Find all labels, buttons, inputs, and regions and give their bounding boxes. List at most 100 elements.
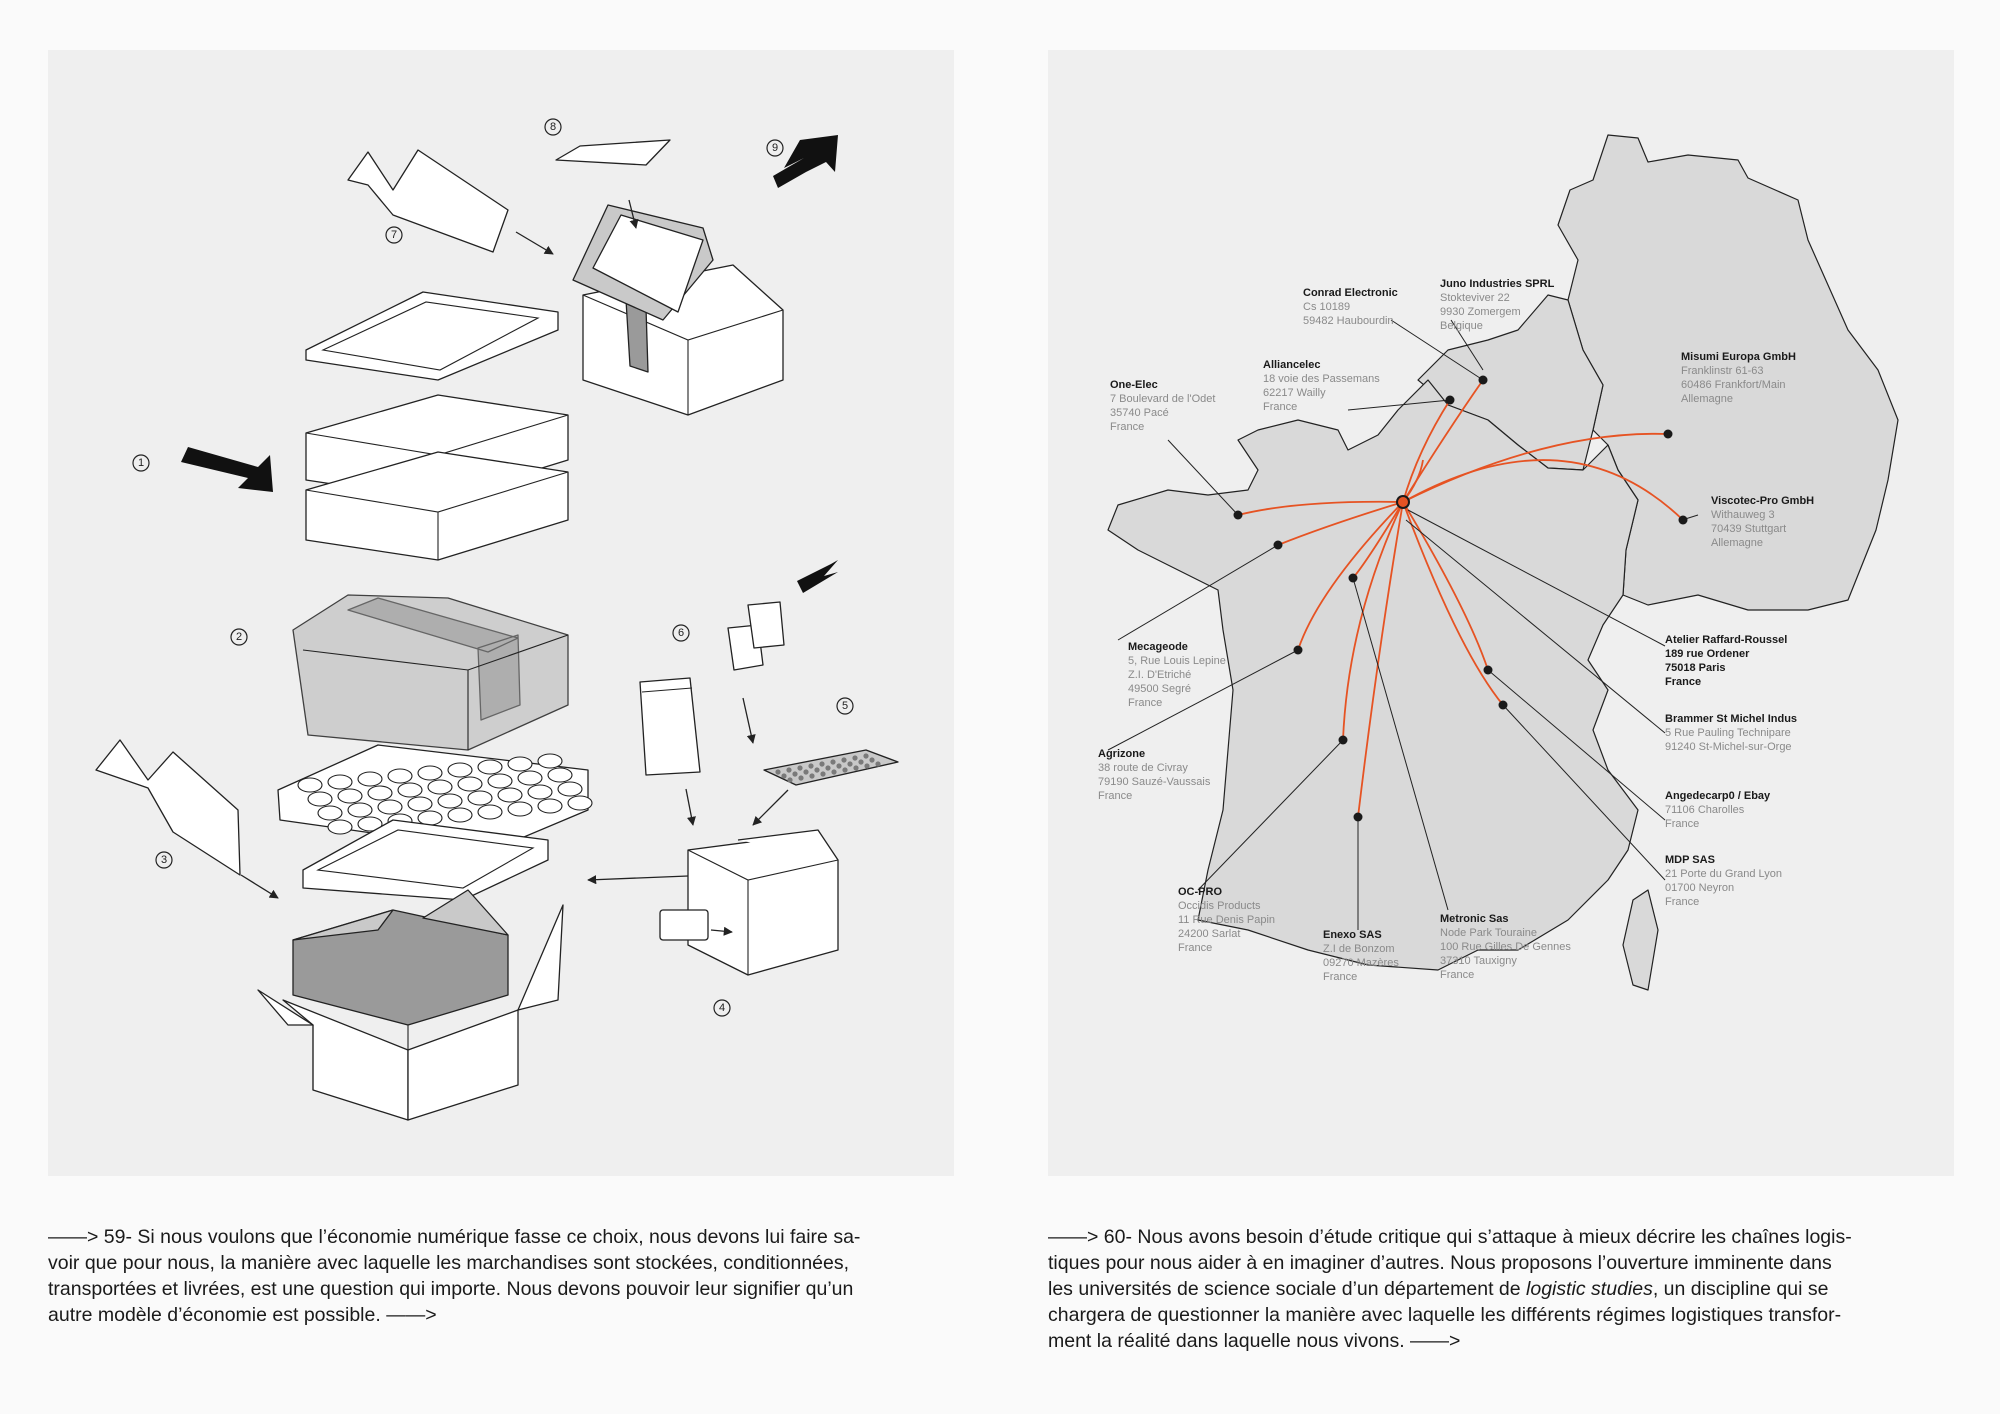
step-number-7: 7 — [385, 226, 403, 244]
bubble — [377, 799, 403, 815]
bubble — [507, 756, 533, 772]
blister-tray — [763, 749, 899, 786]
caption-text: , un discipline qui se — [1652, 1278, 1829, 1300]
bubble — [327, 819, 353, 835]
svg-text:One-Elec: One-Elec — [1110, 379, 1158, 391]
bubble — [557, 781, 583, 797]
svg-text:France: France — [1098, 790, 1132, 802]
bubble — [547, 767, 573, 783]
bubble — [477, 759, 503, 775]
svg-text:75018 Paris: 75018 Paris — [1665, 662, 1726, 674]
label-brammer: Brammer St Michel Indus 5 Rue Pauling Te… — [1665, 713, 1797, 753]
label-angedecarp: Angedecarp0 / Ebay 71106 Charolles Franc… — [1665, 790, 1771, 830]
bubble — [467, 790, 493, 806]
bubble — [427, 779, 453, 795]
svg-text:France: France — [1128, 697, 1162, 709]
caption-line: autre modèle d’économie est possible. ——… — [48, 1304, 437, 1326]
bubble — [527, 784, 553, 800]
svg-text:37310 Tauxigny: 37310 Tauxigny — [1440, 955, 1517, 967]
bubble — [357, 816, 383, 832]
svg-text:France: France — [1110, 421, 1144, 433]
svg-text:Z.I. D'Etriché: Z.I. D'Etriché — [1128, 669, 1191, 681]
open-cardboard-box — [257, 889, 564, 1121]
label-viscotec: Viscotec-Pro GmbH Withauweg 3 70439 Stut… — [1711, 495, 1814, 549]
caption-line: tiques pour nous aider à en imaginer d’a… — [1048, 1252, 1832, 1274]
svg-text:2: 2 — [236, 631, 242, 643]
label-hq: Atelier Raffard-Roussel 189 rue Ordener … — [1665, 634, 1787, 688]
svg-text:Agrizone: Agrizone — [1098, 748, 1145, 760]
bubble — [477, 804, 503, 820]
bubble — [317, 805, 343, 821]
blister-cell — [792, 771, 798, 777]
bubble — [407, 796, 433, 812]
blister-cell — [847, 761, 853, 767]
svg-text:5: 5 — [842, 700, 848, 712]
blister-cell — [825, 765, 831, 771]
svg-text:OC-PRO: OC-PRO — [1178, 886, 1222, 898]
hq-dot — [1396, 495, 1410, 509]
svg-text:24200 Sarlat: 24200 Sarlat — [1178, 928, 1240, 940]
bubble-wrap — [277, 744, 593, 851]
big-arrow-1 — [181, 447, 273, 492]
bubble — [417, 810, 443, 826]
component-bag-small-b — [747, 601, 785, 649]
svg-text:France: France — [1665, 896, 1699, 908]
step-number-2: 2 — [230, 628, 248, 646]
svg-text:01700 Neyron: 01700 Neyron — [1665, 882, 1734, 894]
svg-text:Mecageode: Mecageode — [1128, 641, 1188, 653]
label-alliancelec: Alliancelec 18 voie des Passemans 62217 … — [1263, 359, 1380, 413]
folded-paper-3 — [95, 739, 241, 876]
svg-text:9930 Zomergem: 9930 Zomergem — [1440, 306, 1521, 318]
blister-cell — [786, 767, 792, 773]
svg-text:France: France — [1178, 942, 1212, 954]
bubble — [417, 765, 443, 781]
svg-text:Misumi Europa GmbH: Misumi Europa GmbH — [1681, 351, 1796, 363]
bubble — [537, 798, 563, 814]
svg-text:Alliancelec: Alliancelec — [1263, 359, 1320, 371]
svg-text:9: 9 — [772, 142, 778, 154]
svg-text:Allemagne: Allemagne — [1711, 537, 1763, 549]
step-number-1: 1 — [132, 454, 150, 472]
blister-cell — [775, 769, 781, 775]
blister-cell — [781, 773, 787, 779]
caption-60: ——> 60- Nous avons besoin d’étude critiq… — [1048, 1224, 1956, 1354]
blister-cell — [798, 775, 804, 781]
blister-cell — [787, 777, 793, 783]
label-metronic: Metronic Sas Node Park Touraine 100 Rue … — [1440, 913, 1571, 981]
big-arrow-6 — [797, 560, 838, 593]
blister-cell — [814, 767, 820, 773]
blister-cell — [820, 771, 826, 777]
france-shape — [1107, 379, 1639, 971]
blister-cell — [858, 759, 864, 765]
svg-text:38 route de Civray: 38 route de Civray — [1098, 762, 1188, 774]
bubble — [387, 768, 413, 784]
label-ocpro: OC-PRO Occidis Products 11 Rue Denis Pap… — [1178, 886, 1275, 954]
bubble — [297, 777, 323, 793]
blister-cell — [819, 761, 825, 767]
bubble — [447, 762, 473, 778]
bubble — [307, 791, 333, 807]
blister-cell — [836, 763, 842, 769]
packing-tray — [302, 819, 549, 901]
svg-text:100 Rue Gilles De Gennes: 100 Rue Gilles De Gennes — [1440, 941, 1571, 953]
label-enexo: Enexo SAS Z.I de Bonzom 09270 Mazères Fr… — [1323, 929, 1399, 983]
blister-cell — [831, 769, 837, 775]
caption-text: les universités de science sociale d’un … — [1048, 1278, 1527, 1300]
label-conrad: Conrad Electronic Cs 10189 59482 Haubour… — [1303, 287, 1398, 327]
svg-text:11 Rue Denis Papin: 11 Rue Denis Papin — [1178, 914, 1275, 926]
blister-cell — [863, 753, 869, 759]
blister-cell — [853, 765, 859, 771]
packaging-illustration-panel: 1 2 3 4 5 6 7 8 9 — [48, 50, 954, 1176]
svg-text:Conrad Electronic: Conrad Electronic — [1303, 287, 1398, 299]
caption-line: ——> 59- Si nous voulons que l’économie n… — [48, 1226, 861, 1248]
caption-59: ——> 59- Si nous voulons que l’économie n… — [48, 1224, 956, 1328]
blister-cell — [797, 765, 803, 771]
label-one-elec: One-Elec 7 Boulevard de l'Odet 35740 Pac… — [1110, 379, 1215, 433]
big-arrow-9 — [773, 135, 838, 188]
svg-text:Metronic Sas: Metronic Sas — [1440, 913, 1508, 925]
svg-text:Cs 10189: Cs 10189 — [1303, 301, 1350, 313]
svg-text:MDP SAS: MDP SAS — [1665, 854, 1715, 866]
svg-text:35740 Pacé: 35740 Pacé — [1110, 407, 1169, 419]
supply-chain-map: One-Elec 7 Boulevard de l'Odet 35740 Pac… — [1098, 134, 1899, 991]
small-shipping-box — [659, 829, 839, 976]
